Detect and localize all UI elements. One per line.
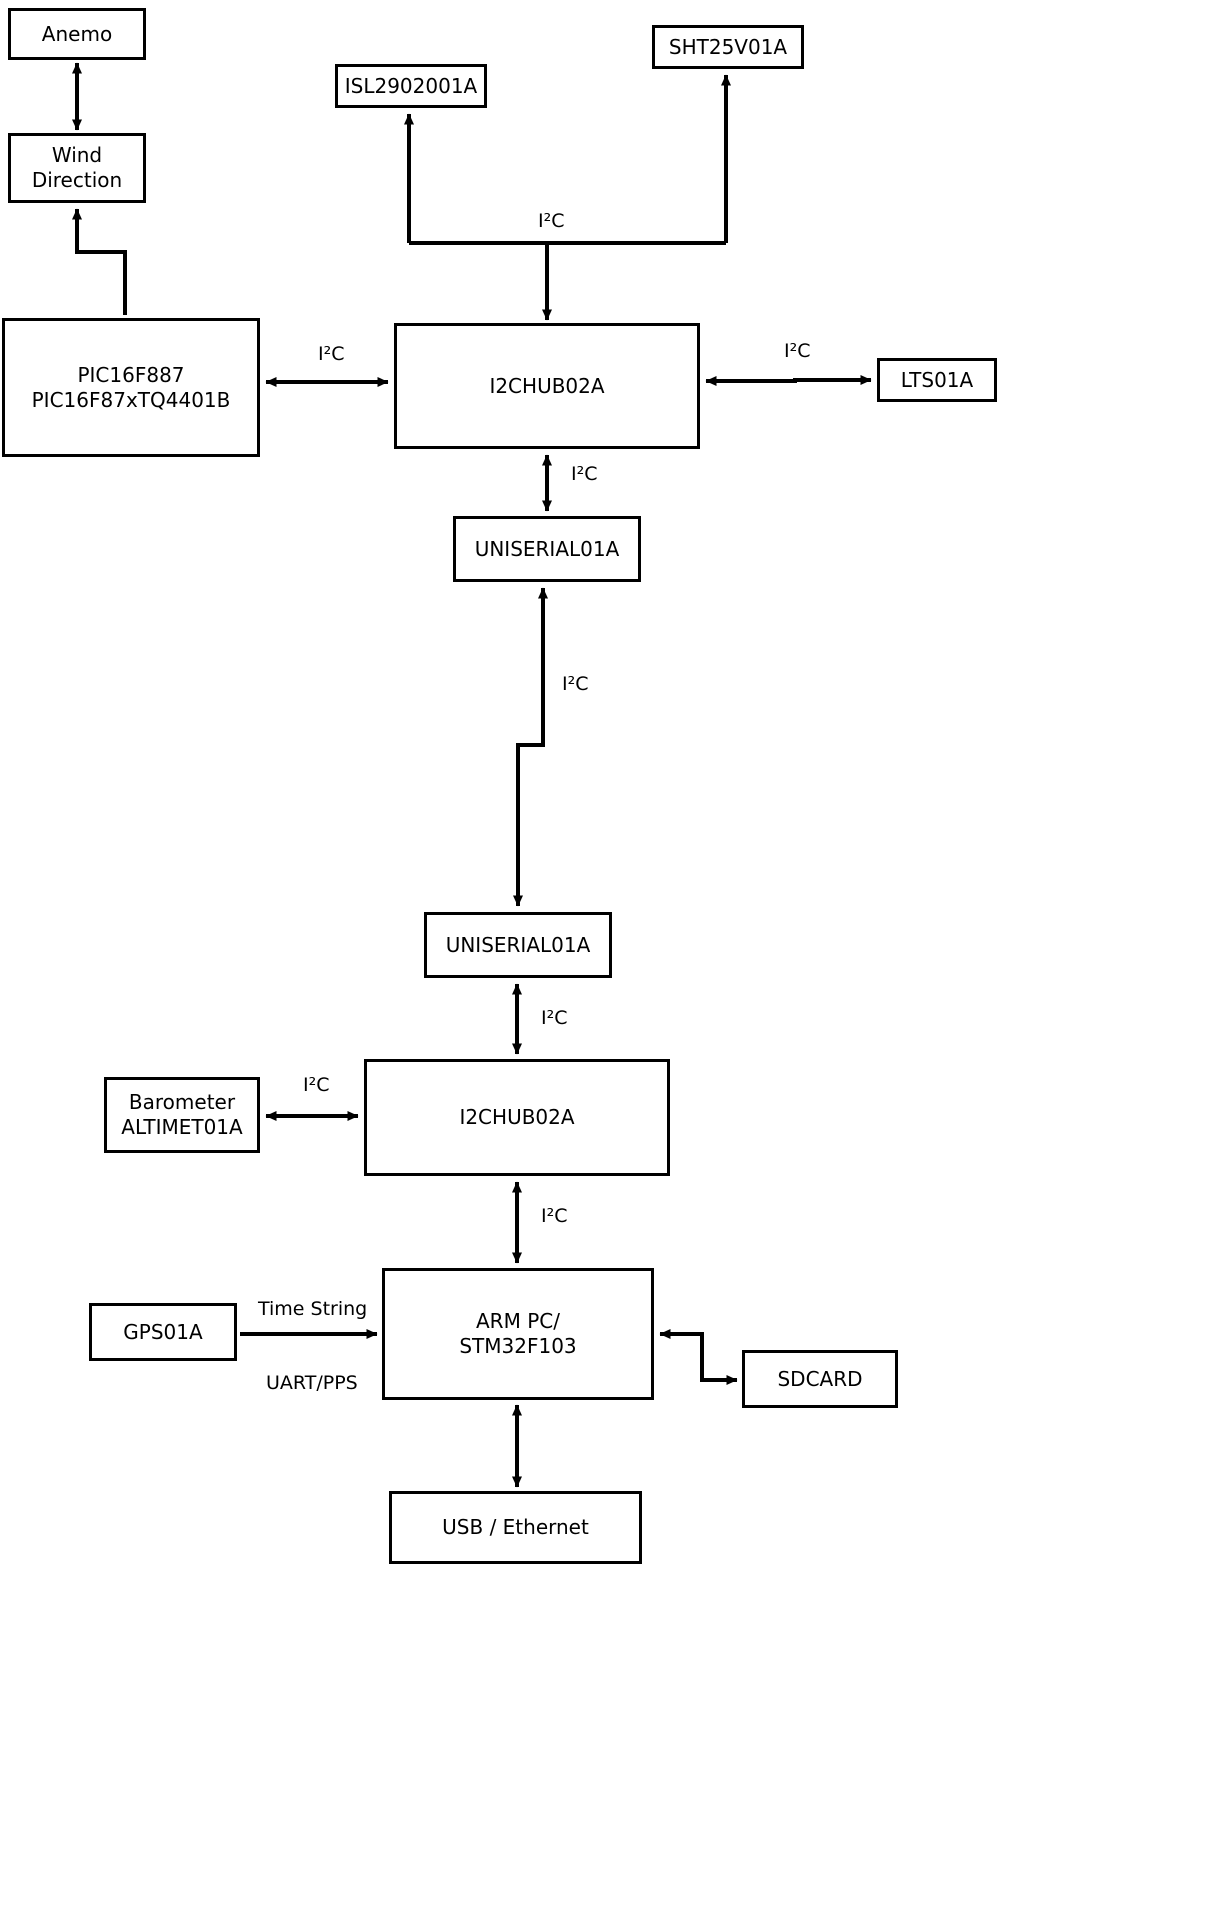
node-gps01a-label: GPS01A [123, 1319, 203, 1344]
node-anemo-label: Anemo [41, 21, 113, 46]
node-isl2902001a[interactable]: ISL2902001A [335, 64, 487, 108]
node-lts01a[interactable]: LTS01A [877, 358, 997, 402]
node-anemo[interactable]: Anemo [8, 8, 146, 60]
node-usb-ethernet[interactable]: USB / Ethernet [389, 1491, 642, 1564]
connector-pic-winddir [72, 208, 127, 315]
edge-label-i2c-barometer-hubbottom: I²C [300, 1075, 333, 1096]
node-i2chub02a-bottom-label: I2CHUB02A [459, 1105, 575, 1129]
node-sht25v01a-label: SHT25V01A [668, 34, 788, 59]
node-isl2902001a-label: ISL2902001A [344, 73, 478, 98]
node-gps01a[interactable]: GPS01A [89, 1303, 237, 1361]
node-pic-microcontroller-label: PIC16F887 PIC16F87xTQ4401B [31, 362, 231, 412]
node-arm-pc-stm32f103[interactable]: ARM PC/ STM32F103 [382, 1268, 654, 1400]
connector-hubtop-lts [705, 375, 872, 386]
node-barometer-altimet01a-label: Barometer ALTIMET01A [121, 1090, 243, 1139]
node-i2chub02a-top[interactable]: I2CHUB02A [394, 323, 700, 449]
node-uniserial01a-upper-label: UNISERIAL01A [474, 536, 620, 561]
node-lts01a-label: LTS01A [900, 367, 974, 392]
edge-label-i2c-hubtop-bus: I²C [535, 211, 568, 232]
connector-armpc-sdcard [659, 1329, 738, 1385]
node-arm-pc-stm32f103-label: ARM PC/ STM32F103 [459, 1309, 577, 1358]
node-sdcard[interactable]: SDCARD [742, 1350, 898, 1408]
edge-label-uart-pps: UART/PPS [263, 1373, 361, 1394]
node-barometer-altimet01a[interactable]: Barometer ALTIMET01A [104, 1077, 260, 1153]
node-uniserial01a-lower[interactable]: UNISERIAL01A [424, 912, 612, 978]
node-uniserial01a-lower-label: UNISERIAL01A [445, 932, 591, 957]
edge-label-i2c-hubbottom-armpc: I²C [538, 1206, 571, 1227]
node-sht25v01a[interactable]: SHT25V01A [652, 25, 804, 69]
node-wind-direction[interactable]: Wind Direction [8, 133, 146, 203]
edge-label-i2c-uniserial2-hubbottom: I²C [538, 1008, 571, 1029]
edge-label-time-string: Time String [255, 1299, 371, 1320]
edge-label-i2c-pic-hubtop: I²C [315, 344, 348, 365]
node-usb-ethernet-label: USB / Ethernet [442, 1515, 589, 1539]
edge-label-i2c-hubtop-uniserial1: I²C [568, 464, 601, 485]
node-wind-direction-label: Wind Direction [31, 143, 123, 192]
node-sdcard-label: SDCARD [777, 1366, 863, 1391]
edge-label-i2c-hubtop-lts: I²C [781, 341, 814, 362]
edge-label-i2c-uniserial1-uniserial2: I²C [559, 674, 592, 695]
node-i2chub02a-top-label: I2CHUB02A [489, 373, 605, 398]
node-uniserial01a-upper[interactable]: UNISERIAL01A [453, 516, 641, 582]
connector-uniserial1-uniserial2 [513, 587, 548, 907]
node-pic-microcontroller[interactable]: PIC16F887 PIC16F87xTQ4401B [2, 318, 260, 457]
node-i2chub02a-bottom[interactable]: I2CHUB02A [364, 1059, 670, 1176]
